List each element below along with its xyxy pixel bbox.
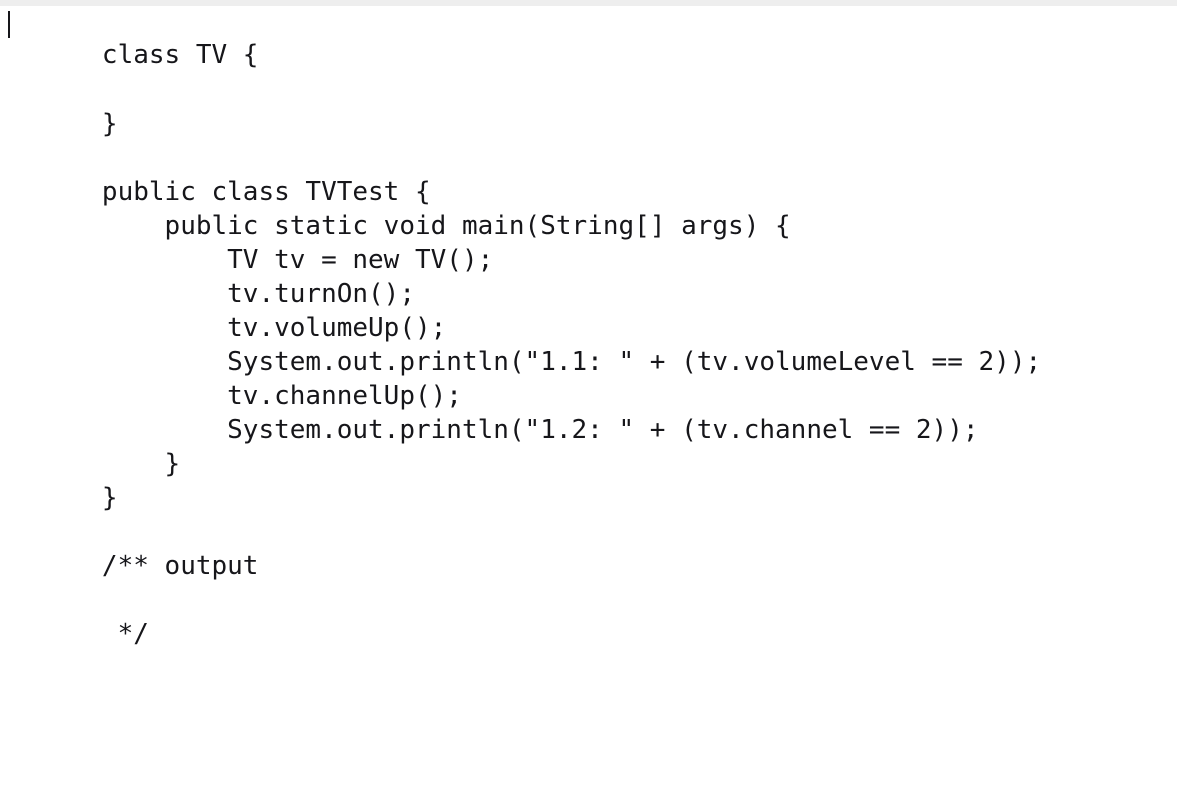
code-line[interactable]: System.out.println("1.1: " + (tv.volumeL… — [0, 311, 1177, 377]
code-line[interactable]: } — [0, 447, 1177, 513]
code-line-text: tv.volumeUp(); — [101, 313, 447, 343]
code-line[interactable]: TV tv = new TV(); — [0, 209, 1177, 275]
code-line[interactable] — [0, 39, 1177, 73]
code-line-text: class TV { — [101, 40, 259, 70]
code-line[interactable] — [0, 617, 1177, 651]
code-line-text: } — [101, 449, 181, 479]
code-line[interactable]: public class TVTest { — [0, 141, 1177, 207]
code-text-area[interactable]: class TV { } public class TVTest { publi… — [0, 6, 1177, 744]
code-line-text: System.out.println("1.2: " + (tv.channel… — [101, 415, 979, 445]
code-editor-window: class TV { } public class TVTest { publi… — [0, 0, 1177, 744]
editor-top-divider — [0, 0, 1177, 6]
code-line[interactable] — [0, 651, 1177, 685]
code-line-text: /** output — [101, 551, 259, 581]
code-line[interactable]: } — [0, 413, 1177, 479]
code-line[interactable]: } — [0, 73, 1177, 139]
code-line[interactable]: System.out.println("1.2: " + (tv.channel… — [0, 379, 1177, 445]
code-line[interactable]: tv.turnOn(); — [0, 243, 1177, 309]
code-line[interactable] — [0, 107, 1177, 141]
code-line-text: tv.turnOn(); — [101, 279, 415, 309]
code-line[interactable]: tv.volumeUp(); — [0, 277, 1177, 343]
text-caret — [8, 11, 10, 38]
code-line-text: public class TVTest { — [101, 177, 431, 207]
code-line-text: } — [101, 483, 118, 513]
code-line[interactable]: */ — [0, 583, 1177, 649]
code-line[interactable]: class TV { — [0, 6, 1177, 70]
code-line[interactable]: public static void main(String[] args) { — [0, 175, 1177, 241]
code-line-text: public static void main(String[] args) { — [101, 211, 791, 241]
code-line[interactable]: /** output — [0, 515, 1177, 581]
code-line[interactable] — [0, 481, 1177, 515]
code-line[interactable]: tv.channelUp(); — [0, 345, 1177, 411]
code-line-text: } — [101, 109, 118, 139]
code-line-text: tv.channelUp(); — [101, 381, 462, 411]
code-line[interactable] — [0, 549, 1177, 583]
code-line-text: */ — [101, 619, 149, 649]
code-line-text: TV tv = new TV(); — [101, 245, 494, 275]
code-line[interactable] — [0, 685, 1177, 719]
code-line-text: System.out.println("1.1: " + (tv.volumeL… — [101, 347, 1042, 377]
